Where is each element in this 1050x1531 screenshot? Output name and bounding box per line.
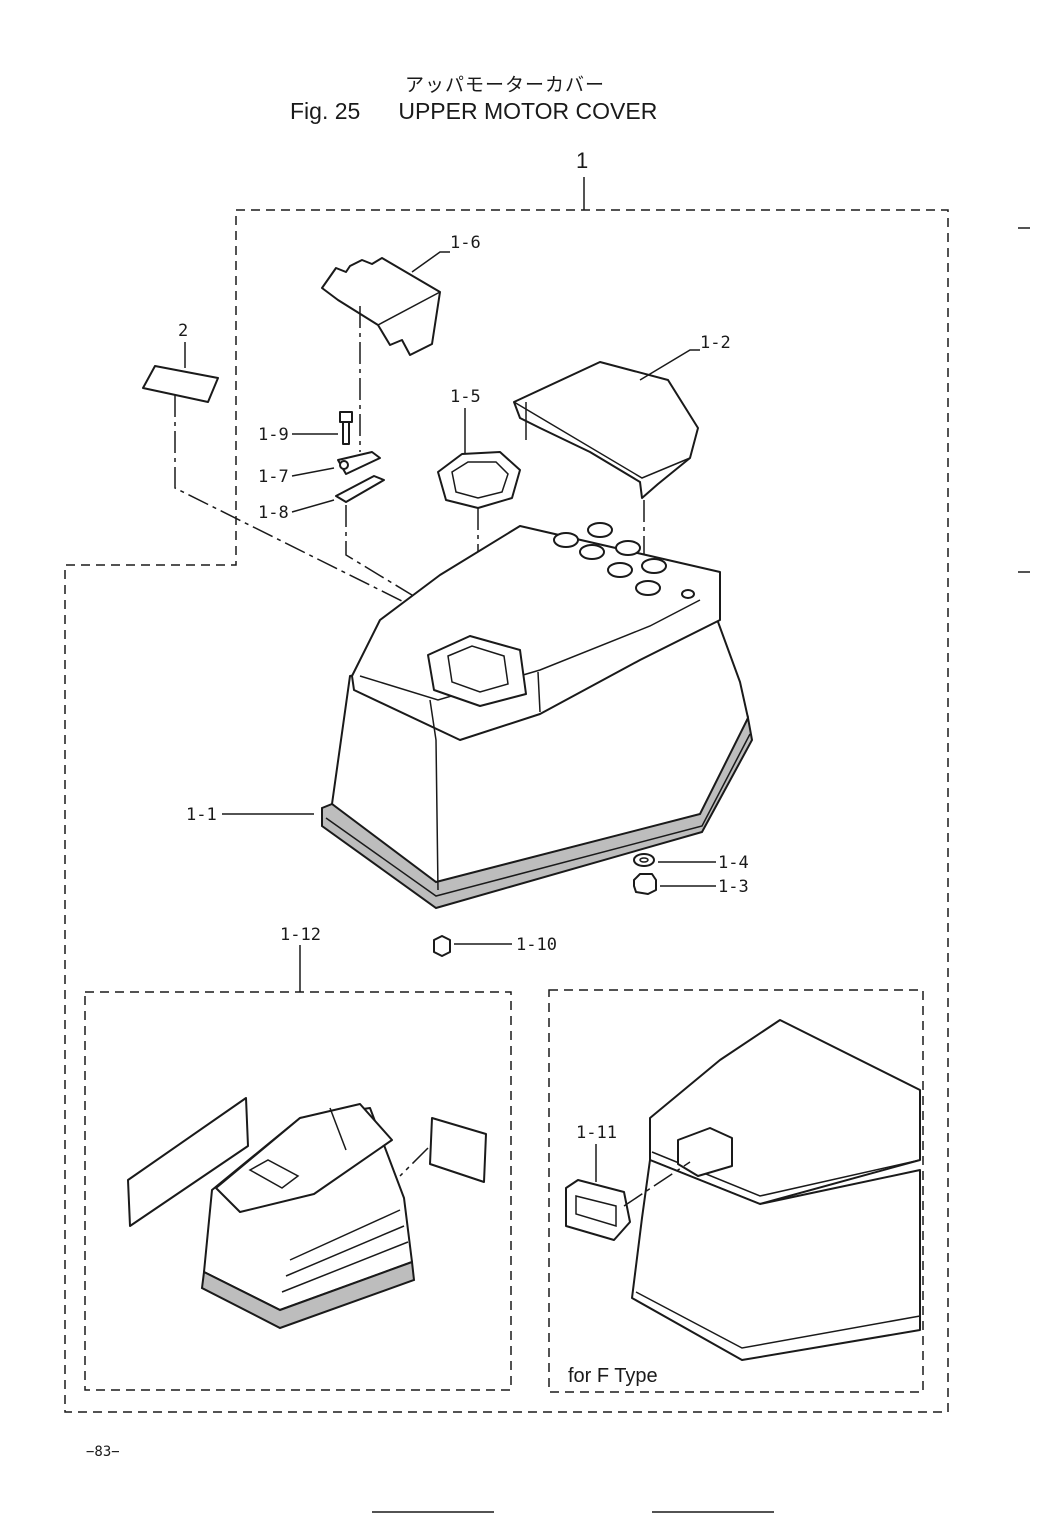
callout-2: 2 — [178, 321, 188, 341]
page-number: −83− — [86, 1444, 120, 1460]
callout-1-7: 1-7 — [258, 467, 289, 487]
inset-f-type-boundary — [548, 989, 924, 1393]
chain-line-1-11 — [623, 1161, 691, 1207]
figure-title-english: UPPER MOTOR COVER — [398, 98, 658, 124]
inset-f-type-label: for F Type — [568, 1365, 658, 1387]
callout-1-6: 1-6 — [450, 233, 481, 253]
inset-f-type-cover — [631, 1019, 921, 1361]
part-1-4-washer — [633, 853, 655, 867]
callout-1: 1 — [576, 148, 588, 173]
callout-1-10: 1-10 — [516, 935, 557, 955]
inset-1-12-cover-with-decals — [127, 1097, 487, 1330]
callout-1-9: 1-9 — [258, 425, 289, 445]
part-2-decal — [142, 365, 219, 403]
part-1-8-plate — [335, 475, 385, 503]
leader-1-8 — [291, 499, 335, 513]
part-1-1-upper-cover — [321, 522, 754, 910]
callout-1-2: 1-2 — [700, 333, 731, 353]
leader-1-7 — [291, 467, 335, 477]
chain-line-2 — [174, 395, 421, 645]
leader-1-6 — [411, 251, 450, 273]
callout-1-12: 1-12 — [280, 925, 321, 945]
inset-1-12-boundary — [84, 991, 512, 1391]
part-1-5-grommet — [437, 451, 521, 509]
part-1-2-top-cap — [513, 361, 699, 499]
leader-1-2 — [639, 349, 700, 381]
callout-1-11: 1-11 — [576, 1123, 617, 1143]
part-1-6-cover-plate — [321, 257, 441, 356]
part-1-3-nut — [633, 873, 657, 895]
callout-1-1: 1-1 — [186, 805, 217, 825]
part-1-9-bolt — [339, 411, 353, 445]
callout-1-5: 1-5 — [450, 387, 481, 407]
assembly-1-boundary — [64, 209, 949, 1413]
title-japanese: アッパモーターカバー — [405, 75, 606, 96]
figure-number: Fig. 25 — [290, 98, 361, 124]
callout-1-4: 1-4 — [718, 853, 749, 873]
callout-1-3: 1-3 — [718, 877, 749, 897]
callout-1-8: 1-8 — [258, 503, 289, 523]
figure-title: Fig. 25 UPPER MOTOR COVER — [290, 98, 657, 125]
part-1-10-bushing — [433, 935, 451, 957]
cylinder-ports — [553, 522, 695, 599]
